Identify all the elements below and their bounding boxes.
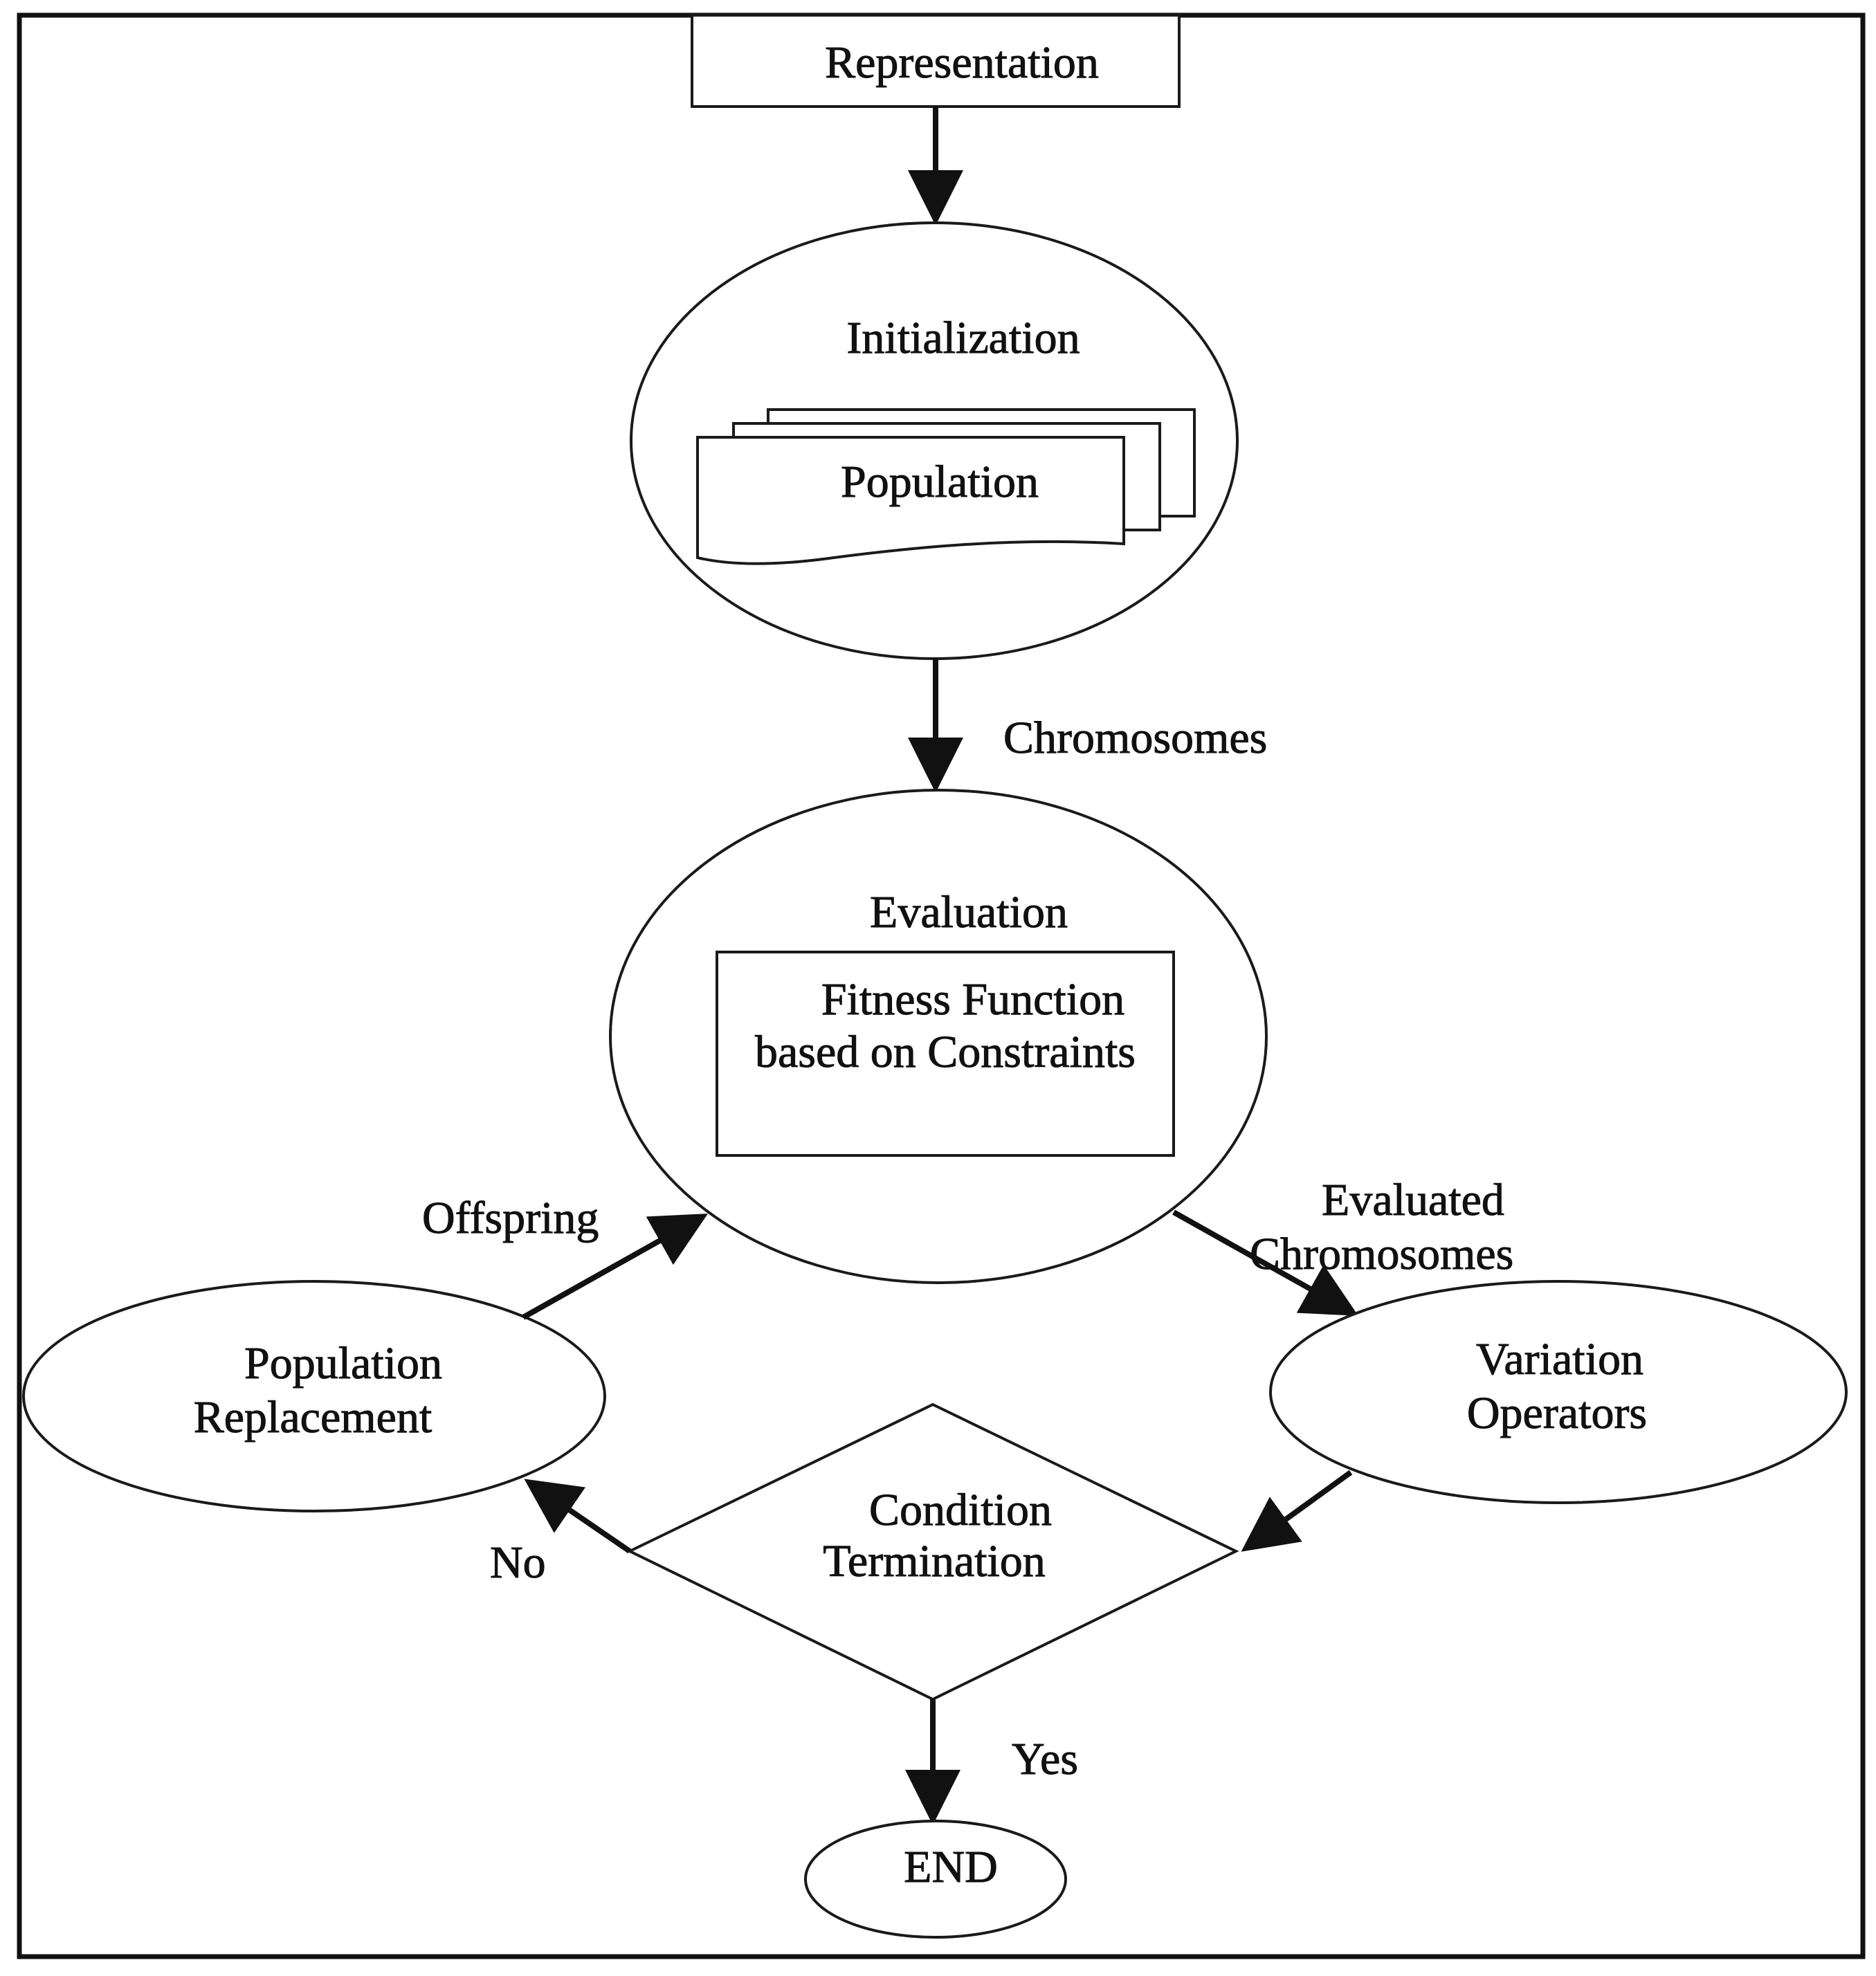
population-document-stack [696, 408, 1196, 565]
condition-label-line1: Condition [869, 1485, 1052, 1535]
population-replacement-label-line1: Population [244, 1338, 442, 1389]
evaluation-label: Evaluation [870, 887, 1068, 937]
chromosomes-edge-label: Chromosomes [1003, 713, 1267, 763]
condition-label-line2: Termination [823, 1536, 1046, 1586]
arrow-condition-to-replacement [524, 1479, 632, 1554]
end-label: END [904, 1842, 998, 1892]
variation-operators-label-line1: Variation [1476, 1334, 1643, 1384]
arrow-variation-to-condition [1241, 1470, 1353, 1552]
variation-operators-label-line2: Operators [1467, 1388, 1647, 1438]
population-replacement-ellipse [22, 1280, 606, 1512]
arrow-replacement-to-evaluation [522, 1214, 708, 1320]
population-replacement-label-line2: Replacement [194, 1392, 432, 1443]
evaluated-edge-label-line2: Chromosomes [1250, 1229, 1513, 1279]
population-label: Population [841, 457, 1039, 507]
no-edge-label: No [490, 1537, 546, 1588]
end-ellipse [804, 1820, 1067, 1939]
fitness-function-box [716, 951, 1175, 1157]
evaluated-edge-label-line1: Evaluated [1322, 1175, 1504, 1225]
fitness-function-label-line2: based on Constraints [755, 1027, 1136, 1077]
representation-label: Representation [825, 37, 1099, 88]
yes-edge-label: Yes [1012, 1734, 1078, 1784]
arrow-evaluation-to-variation [1172, 1209, 1358, 1316]
initialization-label: Initialization [846, 313, 1080, 363]
fitness-function-label-line1: Fitness Function [821, 974, 1124, 1025]
offspring-edge-label: Offspring [422, 1193, 599, 1243]
variation-operators-ellipse [1269, 1280, 1848, 1504]
